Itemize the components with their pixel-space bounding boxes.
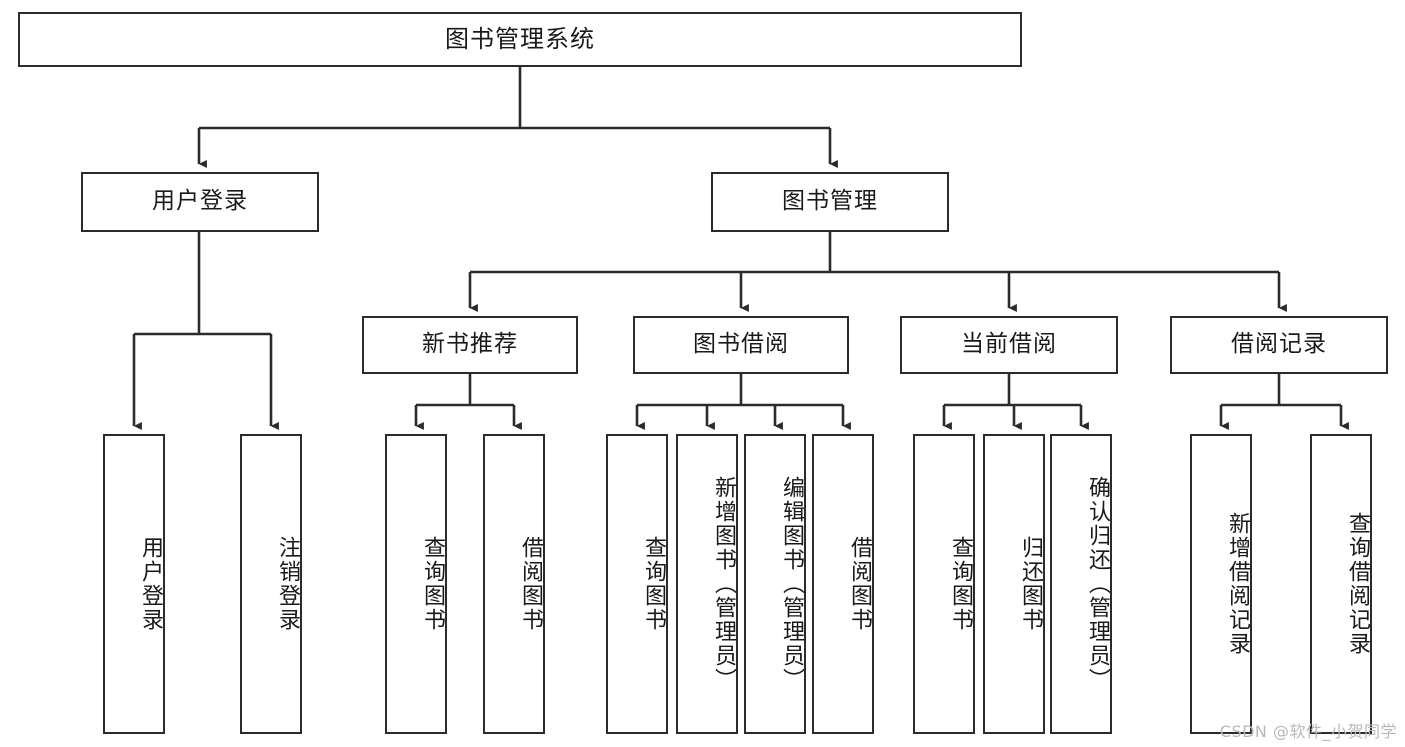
node-new-book-recommend[interactable]: 新书推荐 (362, 316, 578, 374)
leaf-label: 注销登录 (275, 536, 300, 632)
leaf-user-login[interactable]: 用户登录 (103, 434, 165, 734)
leaf-label: 查询图书 (420, 536, 445, 632)
csdn-watermark: CSDN @软件_小贺同学 (1219, 722, 1397, 741)
node-current-borrow[interactable]: 当前借阅 (900, 316, 1118, 374)
leaf-label: 归还图书 (1018, 536, 1043, 632)
leaf-add-borrow-record[interactable]: 新增借阅记录 (1190, 434, 1252, 734)
leaf-logout[interactable]: 注销登录 (240, 434, 302, 734)
leaf-add-book-admin[interactable]: 新增图书（管理员） (676, 434, 738, 734)
leaf-query-book-current[interactable]: 查询图书 (913, 434, 975, 734)
leaf-edit-book-admin[interactable]: 编辑图书（管理员） (744, 434, 806, 734)
leaf-confirm-return-admin[interactable]: 确认归还（管理员） (1050, 434, 1112, 734)
leaf-label: 借阅图书 (518, 536, 543, 632)
leaf-label: 新增借阅记录 (1225, 512, 1250, 656)
node-user-login[interactable]: 用户登录 (81, 172, 319, 232)
node-book-borrow[interactable]: 图书借阅 (633, 316, 849, 374)
leaf-borrow-book[interactable]: 借阅图书 (812, 434, 874, 734)
leaf-label: 用户登录 (138, 536, 163, 632)
leaf-label: 查询图书 (948, 536, 973, 632)
leaf-label: 新增图书（管理员） (711, 476, 736, 692)
leaf-borrow-book-newbook[interactable]: 借阅图书 (483, 434, 545, 734)
leaf-label: 编辑图书（管理员） (779, 476, 804, 692)
leaf-query-borrow-record[interactable]: 查询借阅记录 (1310, 434, 1372, 734)
leaf-label: 查询借阅记录 (1345, 512, 1370, 656)
leaf-query-book-borrow[interactable]: 查询图书 (606, 434, 668, 734)
node-book-management[interactable]: 图书管理 (711, 172, 949, 232)
leaf-label: 查询图书 (641, 536, 666, 632)
node-root-system[interactable]: 图书管理系统 (18, 12, 1022, 67)
leaf-return-book[interactable]: 归还图书 (983, 434, 1045, 734)
node-borrow-records[interactable]: 借阅记录 (1170, 316, 1388, 374)
leaf-label: 确认归还（管理员） (1085, 476, 1110, 692)
leaf-query-book-newbook[interactable]: 查询图书 (385, 434, 447, 734)
leaf-label: 借阅图书 (847, 536, 872, 632)
